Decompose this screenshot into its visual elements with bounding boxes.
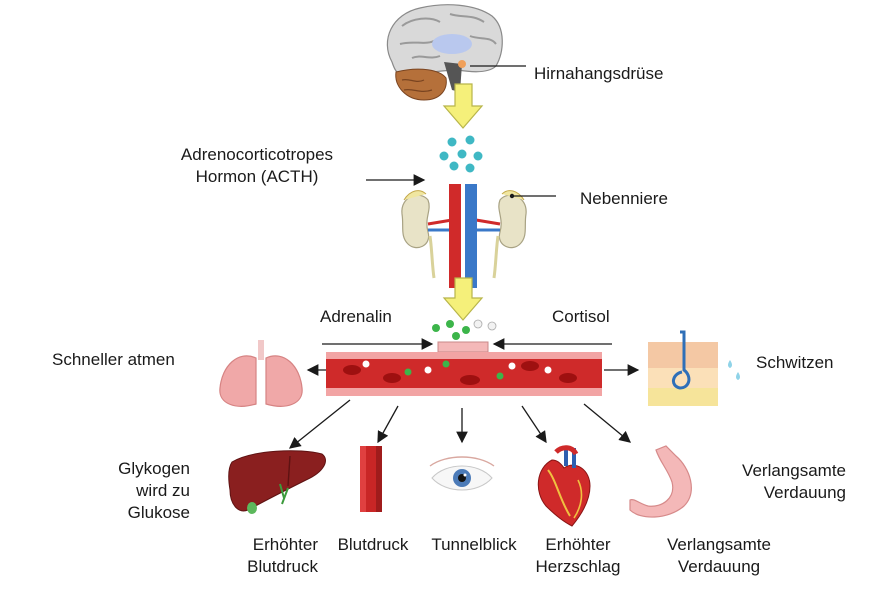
- digestion-right-line1: Verlangsamte: [742, 461, 846, 480]
- heart-label: Erhöhter Herzschlag: [530, 534, 626, 578]
- cortisol-label: Cortisol: [552, 307, 610, 326]
- arrow-liver: [288, 399, 351, 449]
- breathing-label: Schneller atmen: [52, 350, 175, 369]
- pituitary-label: Hirnahangsdrüse: [534, 64, 664, 83]
- digestion-right-line2: Verdauung: [763, 483, 846, 502]
- adrenaline-dots-icon: [432, 319, 497, 340]
- liver-icon: [228, 450, 326, 514]
- blood-vessel-icon: [326, 341, 602, 396]
- arrow-vessel: [377, 405, 399, 444]
- glycogen-label: Glykogen wird zu Glukose: [88, 458, 190, 524]
- sweating-label: Schwitzen: [756, 353, 834, 372]
- acth-label-line2: Hormon (ACTH): [195, 167, 319, 186]
- heart-label-line1: Erhöhter: [545, 535, 611, 554]
- liver-bp-line2: Blutdruck: [247, 557, 318, 576]
- heart-icon: [537, 445, 591, 527]
- skin-icon: [648, 330, 740, 406]
- digestion-right-label: Verlangsamte Verdauung: [716, 460, 846, 504]
- acth-label: Adrenocorticotropes Hormon (ACTH): [152, 144, 362, 188]
- adrenal-label: Nebenniere: [580, 189, 668, 208]
- glycogen-label-line2: wird zu: [136, 481, 190, 500]
- yellow-arrow-top: [442, 83, 484, 129]
- liver-bp-line1: Erhöhter: [252, 535, 318, 554]
- heart-label-line2: Herzschlag: [535, 557, 621, 576]
- stomach-label-line1: Verlangsamte: [667, 535, 771, 554]
- stomach-label: Verlangsamte Verdauung: [654, 534, 784, 578]
- glycogen-label-line1: Glykogen: [118, 459, 190, 478]
- adrenaline-label: Adrenalin: [320, 307, 392, 326]
- stomach-icon: [629, 445, 692, 518]
- brain-icon: [386, 4, 503, 101]
- tunnel-label: Tunnelblick: [431, 535, 517, 554]
- acth-label-line1: Adrenocorticotropes: [180, 145, 334, 164]
- vessel-icon: [360, 446, 382, 512]
- eye-icon: [429, 456, 495, 491]
- arrow-heart: [521, 405, 547, 444]
- aorta: [449, 184, 461, 288]
- arrow-stomach: [583, 403, 632, 443]
- vessel-bp-label: Blutdruck: [337, 535, 409, 554]
- yellow-arrow-bottom: [442, 277, 484, 321]
- kidney-icon: [401, 190, 527, 279]
- lungs-icon: [219, 340, 303, 407]
- liver-bp-label: Erhöhter Blutdruck: [220, 534, 318, 578]
- stomach-label-line2: Verdauung: [677, 557, 761, 576]
- glycogen-label-line3: Glukose: [127, 503, 190, 522]
- hormone-dots-icon: [439, 135, 483, 173]
- vena-cava: [465, 184, 477, 288]
